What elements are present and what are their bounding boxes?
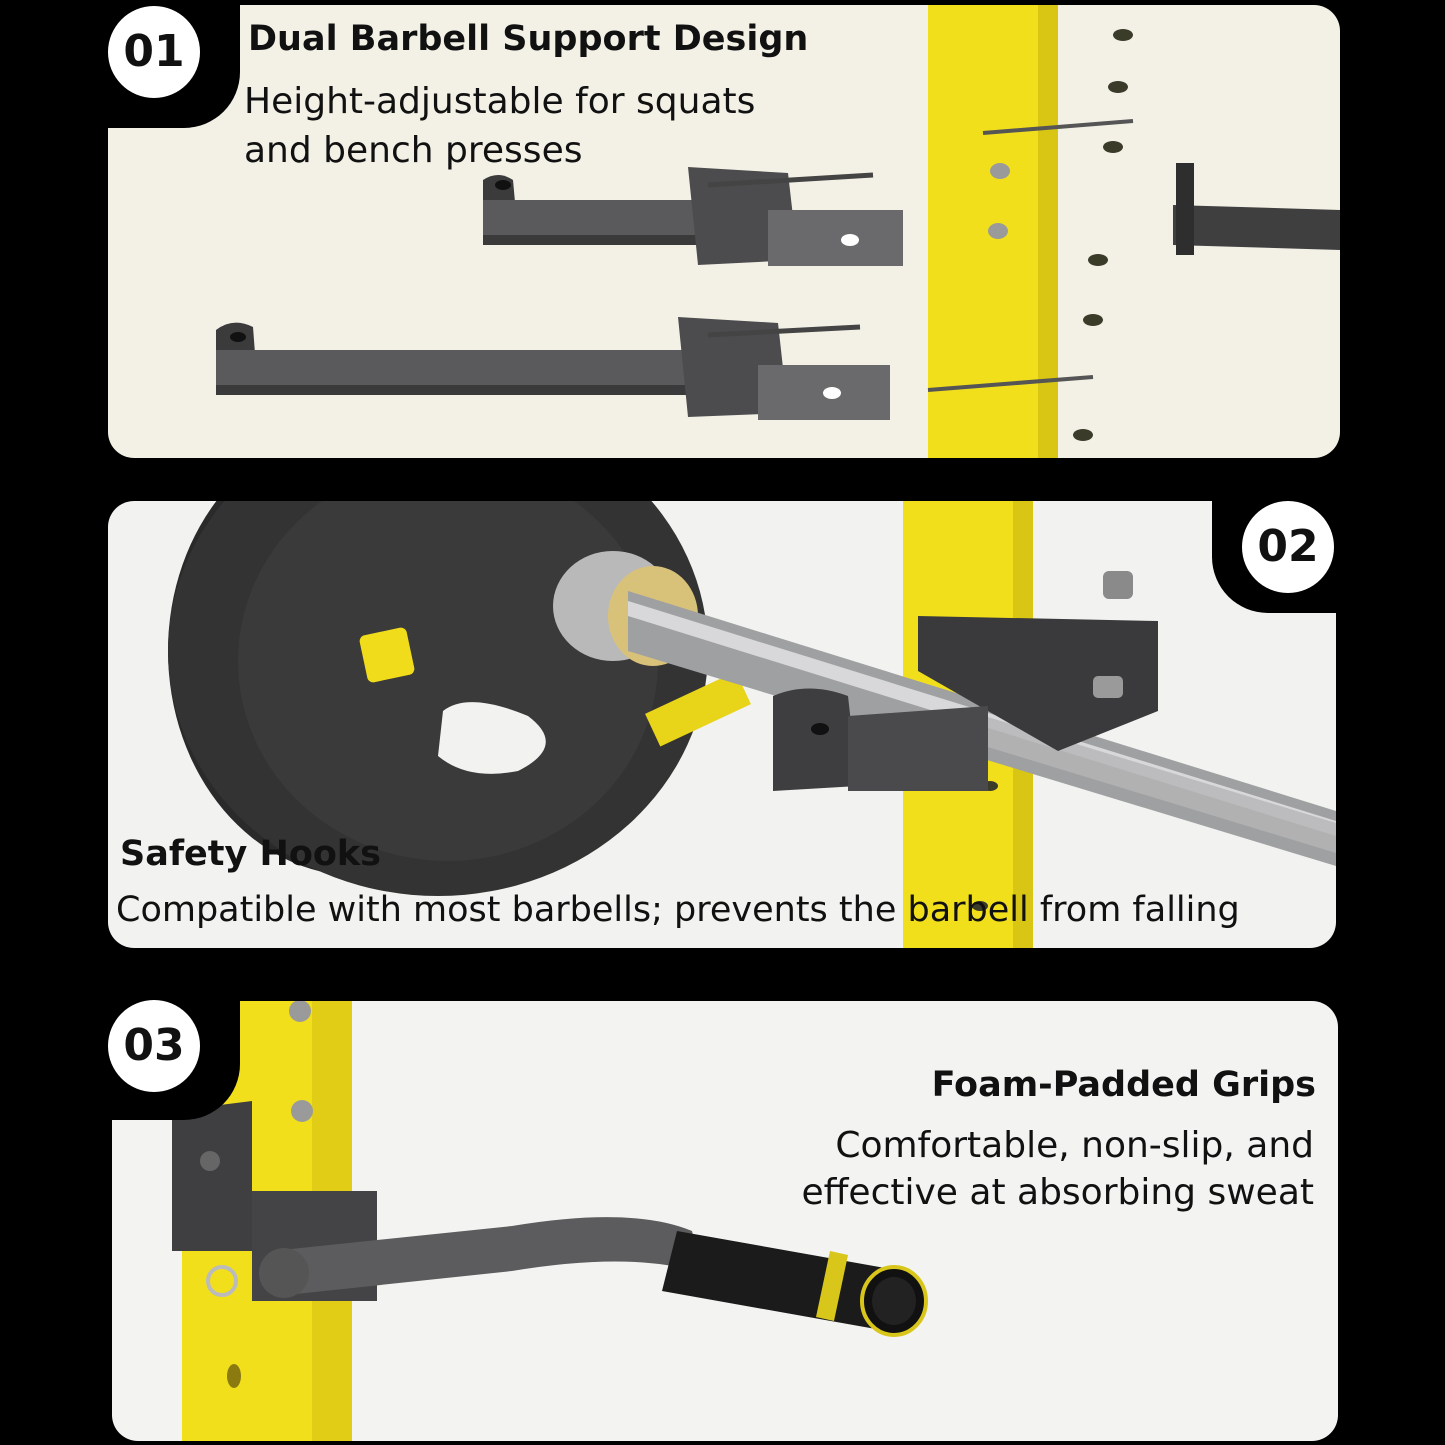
foam-grip-illustration [172,1001,928,1441]
section-03-number-badge: 03 [108,1000,200,1092]
section-02-number-badge: 02 [1242,501,1334,593]
section-02-panel: Safety Hooks Compatible with most barbel… [108,501,1336,948]
section-02-description-line-1: Compatible with most barbells; prevents … [116,890,1240,930]
safety-hook-illustration [168,501,1336,948]
safety-hook [773,616,1158,791]
pin [927,375,1094,392]
section-03-description-line-1: Comfortable, non-slip, and [835,1125,1314,1166]
section-03-title: Foam-Padded Grips [931,1065,1316,1105]
upper-j-hook [483,167,903,266]
pin [982,119,1134,135]
dip-handle [259,1217,702,1298]
lower-j-hook [216,317,890,420]
section-03-panel: Foam-Padded Grips Comfortable, non-slip,… [112,1001,1338,1441]
barbell-support-illustration [216,5,1340,458]
section-01-description-line-2: and bench presses [244,130,583,171]
section-01-panel: Dual Barbell Support Design Height-adjus… [108,5,1340,458]
foam-grip [662,1231,928,1337]
section-01-number-badge: 01 [108,6,200,98]
section-01-description-line-1: Height-adjustable for squats [244,81,756,122]
section-01-title: Dual Barbell Support Design [248,19,809,59]
section-03-description-line-2: effective at absorbing sweat [801,1172,1314,1213]
section-02-title: Safety Hooks [120,834,382,874]
